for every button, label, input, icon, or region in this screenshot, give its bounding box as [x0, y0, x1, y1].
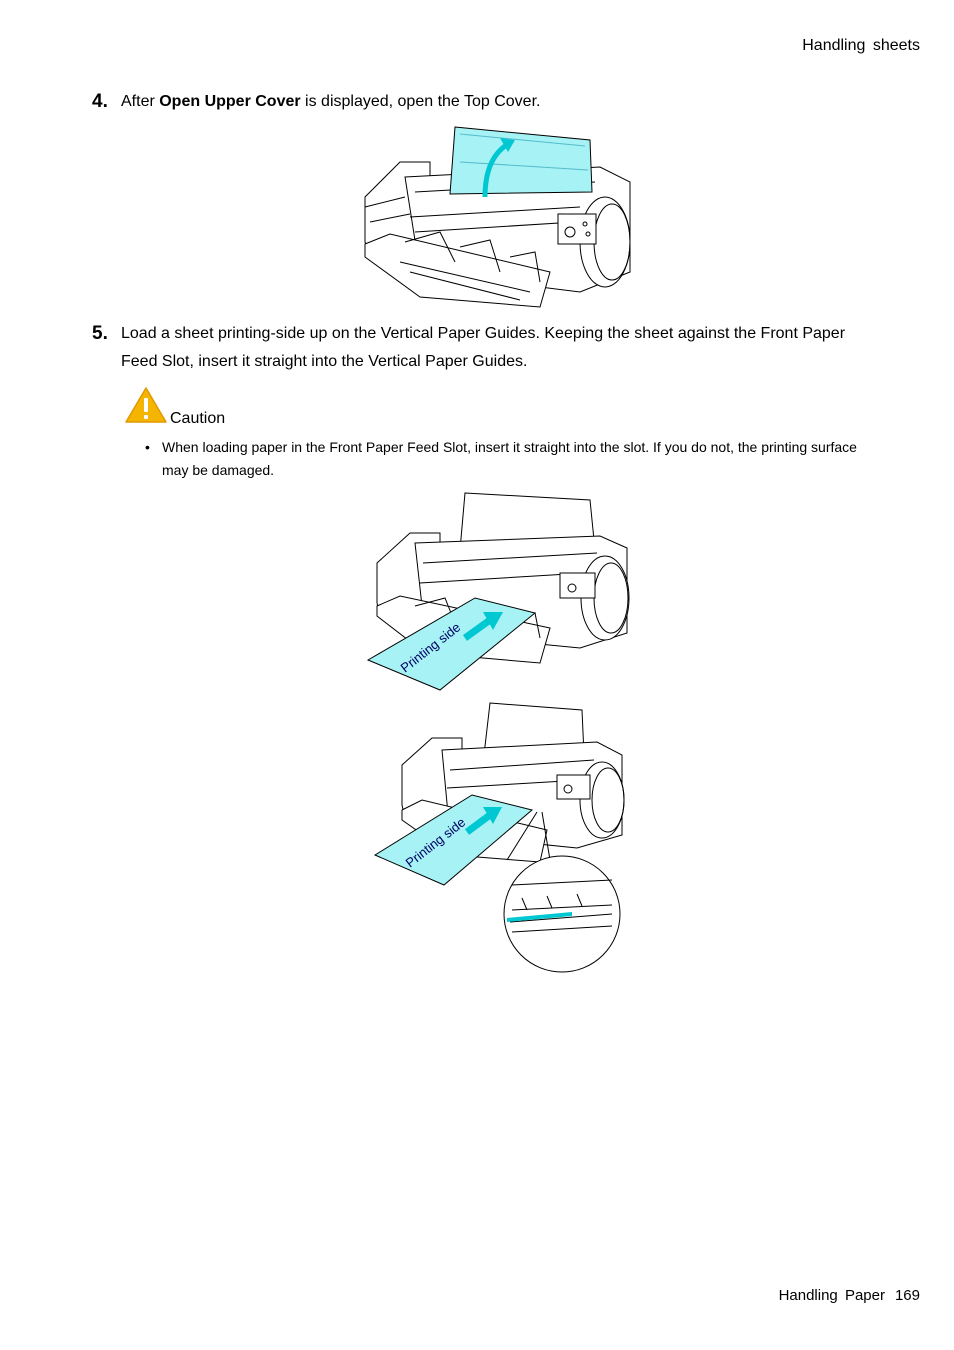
step-text: After Open Upper Cover is displayed, ope… — [121, 88, 881, 116]
step-text-bold: Open Upper Cover — [159, 93, 301, 110]
printer-insert-sheet-figure: Printing side — [373, 702, 625, 973]
caution-label: Caution — [170, 410, 226, 427]
page-number: 169 — [894, 1287, 920, 1304]
step-text: Load a sheet printing-side up on the Ver… — [121, 325, 846, 370]
caution-box: Caution — [124, 386, 225, 429]
footer-section: Handling Paper — [778, 1287, 885, 1304]
step-text-after: is displayed, open the Top Cover. — [300, 93, 541, 110]
step-number: 4. — [92, 91, 108, 112]
step-text-before: After — [121, 93, 160, 110]
printer-load-sheet-figure: Printing side — [366, 492, 630, 691]
bullet-dot: • — [145, 439, 150, 455]
printer-open-cover-figure — [364, 126, 631, 308]
step-number: 5. — [92, 323, 108, 344]
warning-triangle-icon — [125, 387, 167, 423]
page-footer: Handling Paper 169 — [779, 1287, 920, 1304]
running-header: Handling sheets — [802, 37, 920, 54]
bullet-text: When loading paper in the Front Paper Fe… — [162, 439, 857, 478]
